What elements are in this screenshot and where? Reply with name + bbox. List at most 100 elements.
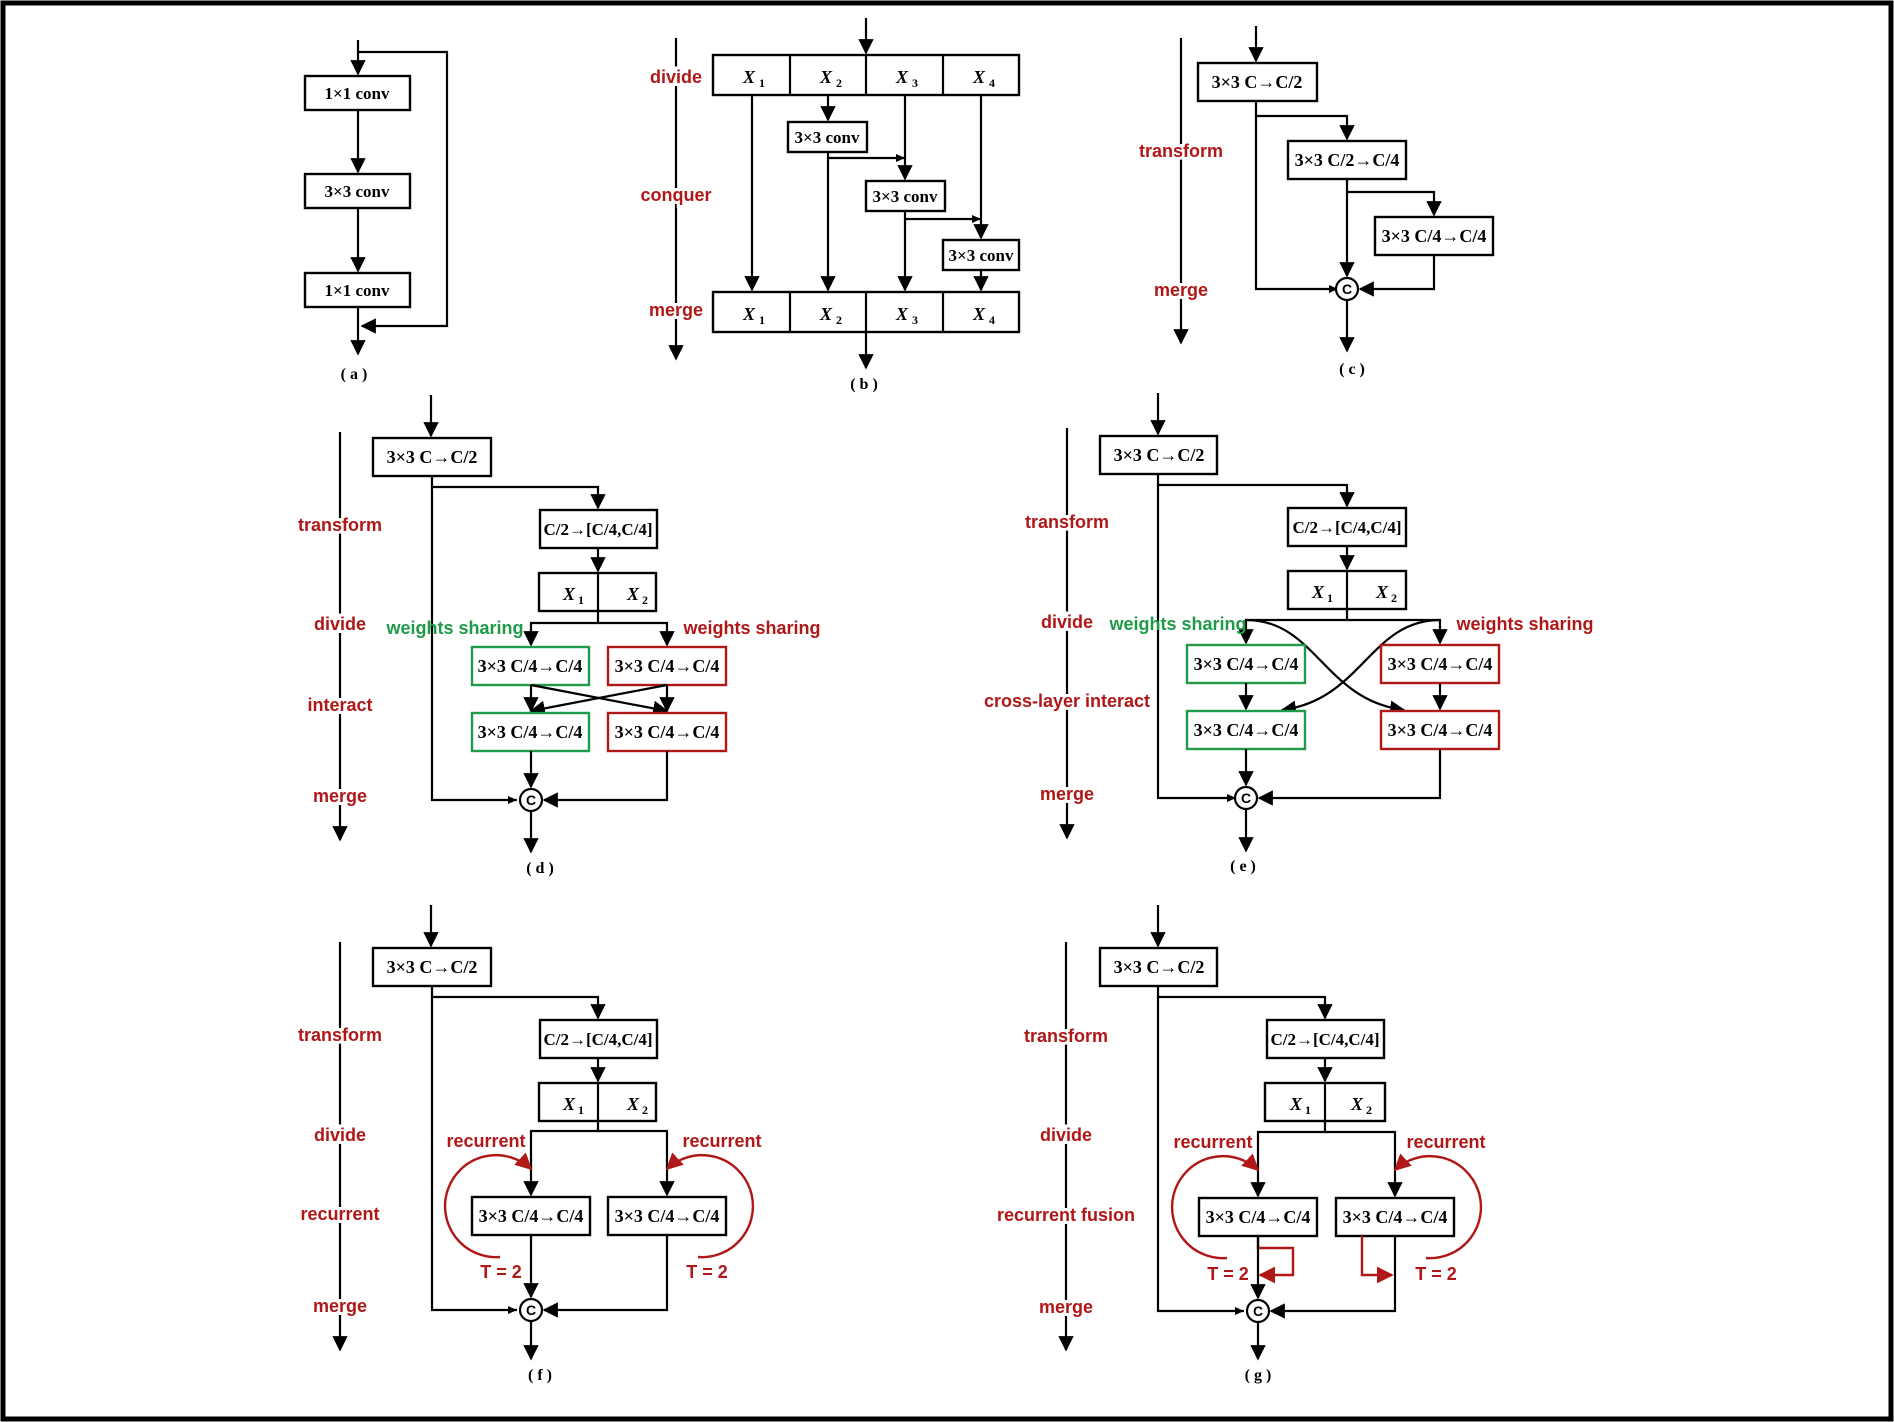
fusion-link: [1360, 1236, 1394, 1284]
concat-label: C: [526, 1302, 536, 1318]
conv-box: [1373, 215, 1495, 257]
svg-text:X: X: [626, 1094, 640, 1114]
conv-label: 3×3 conv: [873, 187, 938, 206]
stage-label: transform: [1025, 512, 1109, 532]
split-box: [1286, 506, 1408, 548]
conv-label: 3×3 conv: [795, 128, 860, 147]
svg-text:X: X: [895, 67, 909, 87]
stage-label: divide: [1040, 1125, 1092, 1145]
concat-label: C: [1342, 281, 1352, 297]
conv-label: 3×3 C/4→C/4: [1343, 1207, 1448, 1227]
conv-label: 3×3 C/4→C/4: [1388, 720, 1493, 740]
iteration-label: T = 2: [686, 1262, 728, 1282]
conv-label: 3×3 conv: [949, 246, 1014, 265]
conv-box-shared-red: [1379, 643, 1501, 685]
svg-text:3: 3: [912, 76, 918, 90]
svg-text:X: X: [562, 584, 576, 604]
stage-label: cross-layer interact: [984, 691, 1150, 711]
recurrent-loop: [1170, 1153, 1260, 1260]
svg-text:3: 3: [912, 313, 918, 327]
conv-label: 3×3 C→C/2: [387, 447, 478, 467]
conv-box-shared-green: [1185, 643, 1307, 685]
iteration-label: T = 2: [1207, 1264, 1249, 1284]
caption: ( f ): [528, 1367, 552, 1384]
recurrent-label: recurrent: [682, 1131, 761, 1151]
conv-box-shared-green: [470, 645, 591, 687]
conv-label: 3×3 C→C/2: [1212, 72, 1303, 92]
panel-a: 1×1 conv 3×3 conv 1×1 conv ( a ): [303, 40, 449, 383]
svg-text:4: 4: [989, 76, 995, 90]
split-label: C/2→[C/4,C/4]: [1292, 518, 1401, 537]
conv-box: [1196, 61, 1319, 103]
panel-f: transform divide recurrent merge 3×3 C→C…: [295, 905, 762, 1384]
iteration-label: T = 2: [480, 1262, 522, 1282]
conv-label: 3×3 C/4→C/4: [1206, 1207, 1311, 1227]
panel-d: transform divide interact merge 3×3 C→C/…: [295, 395, 821, 877]
conv-label: 1×1 conv: [325, 281, 390, 300]
conv-label: 3×3 C/4→C/4: [1194, 654, 1299, 674]
svg-text:X: X: [1375, 582, 1389, 602]
split-box: [1265, 1018, 1386, 1060]
weights-sharing-label: weights sharing: [682, 618, 820, 638]
panel-c: transform merge 3×3 C→C/2 3×3 C/2→C/4 3×…: [1136, 26, 1495, 378]
conv-label: 3×3 C/4→C/4: [478, 656, 583, 676]
split-box: [538, 508, 659, 550]
conv-label: 3×3 C→C/2: [1114, 445, 1205, 465]
stage-label: merge: [313, 786, 367, 806]
stage-label: transform: [298, 1025, 382, 1045]
stage-label: merge: [1040, 784, 1094, 804]
panel-g: transform divide recurrent fusion merge …: [994, 905, 1486, 1384]
caption: ( e ): [1230, 858, 1256, 875]
conv-label: 3×3 C/4→C/4: [615, 722, 720, 742]
split-label: C/2→[C/4,C/4]: [543, 1030, 652, 1049]
stage-label: divide: [314, 614, 366, 634]
conv-label: 3×3 C→C/2: [1114, 957, 1205, 977]
svg-text:X: X: [626, 584, 640, 604]
concat-label: C: [1241, 790, 1251, 806]
caption: ( b ): [850, 376, 878, 393]
recurrent-label: recurrent: [1406, 1132, 1485, 1152]
svg-text:X: X: [742, 304, 756, 324]
iteration-label: T = 2: [1415, 1264, 1457, 1284]
svg-text:X: X: [742, 67, 756, 87]
svg-text:2: 2: [836, 76, 842, 90]
conv-label: 3×3 C/4→C/4: [1194, 720, 1299, 740]
recurrent-label: recurrent: [1173, 1132, 1252, 1152]
recurrent-loop: [665, 1152, 755, 1259]
conv-label: 3×3 C/4→C/4: [479, 1206, 584, 1226]
caption: ( d ): [526, 860, 554, 877]
conv-box: [1098, 434, 1219, 476]
stage-label: merge: [649, 300, 703, 320]
stage-label: divide: [650, 67, 702, 87]
svg-text:X: X: [819, 304, 833, 324]
conv-box: [371, 946, 493, 988]
split-label: C/2→[C/4,C/4]: [1270, 1030, 1379, 1049]
caption: ( c ): [1339, 361, 1365, 378]
caption: ( g ): [1245, 1367, 1272, 1384]
conv-box: [606, 1195, 728, 1237]
conv-label: 3×3 conv: [325, 182, 390, 201]
stage-label: transform: [1139, 141, 1223, 161]
caption: ( a ): [341, 366, 368, 383]
svg-text:X: X: [562, 1094, 576, 1114]
svg-text:2: 2: [642, 593, 648, 607]
conv-box: [1197, 1196, 1319, 1238]
conv-label: 3×3 C/4→C/4: [615, 1206, 720, 1226]
panel-e: transform divide cross-layer interact me…: [981, 393, 1594, 875]
conv-box-shared-red: [606, 711, 728, 753]
conv-box-shared-red: [606, 645, 728, 687]
stage-label: transform: [1024, 1026, 1108, 1046]
weights-sharing-label: weights sharing: [1108, 614, 1246, 634]
